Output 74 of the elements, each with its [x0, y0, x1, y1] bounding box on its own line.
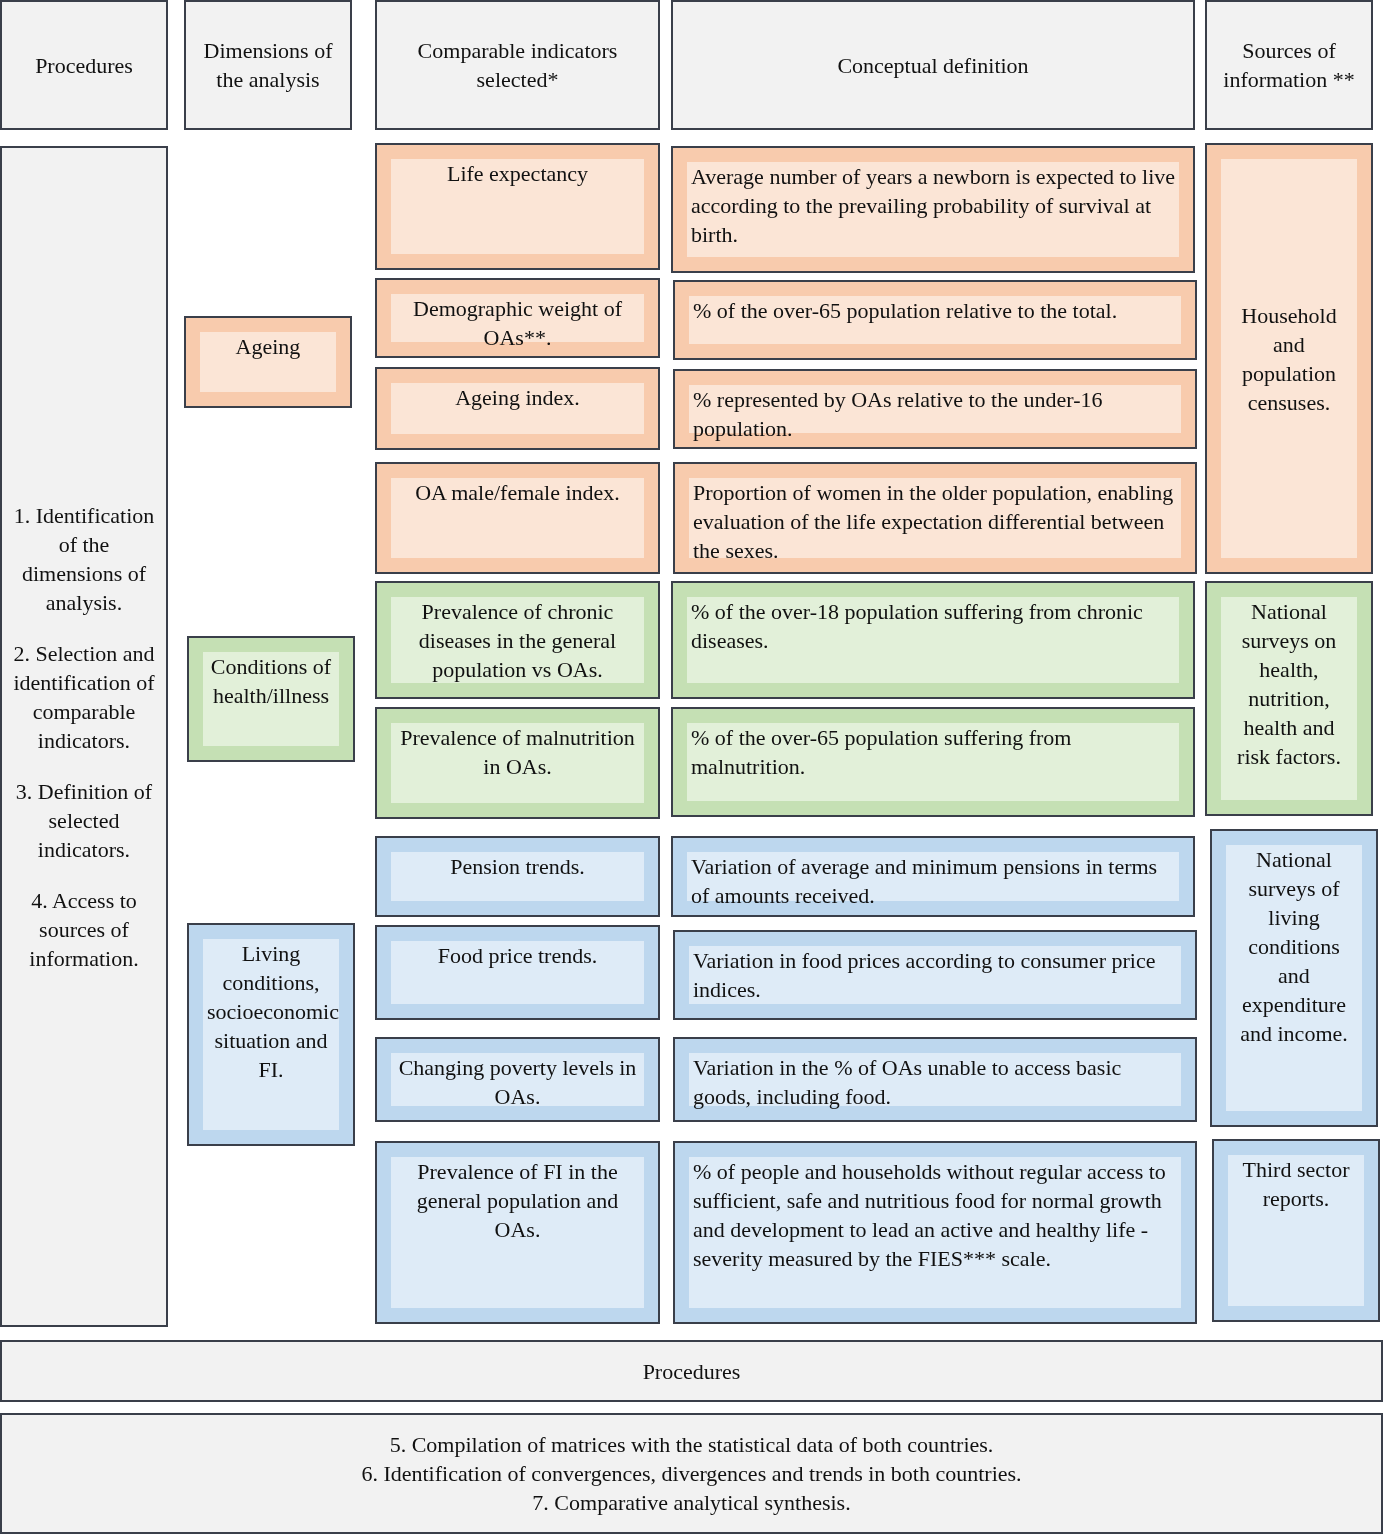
dimension-box	[184, 316, 352, 408]
cell-text: Variation of average and minimum pensions in terms of amounts received.	[691, 853, 1159, 910]
source-box	[1205, 143, 1373, 574]
cell-text: 4. Access to sources of information.	[28, 886, 140, 973]
cell-text: Ageing	[234, 333, 302, 361]
definition-box	[673, 462, 1197, 574]
cell-text: 1. Identification of the dimensions of analysis.	[12, 501, 156, 617]
cell-text: Conceptual definition	[836, 51, 1030, 80]
cell-text: 2. Selection and identification of comparable indicators.	[12, 639, 156, 755]
definition-box	[673, 369, 1197, 449]
cell-text: Comparable indicators selected*	[416, 37, 619, 94]
cell-text: % of the over-65 population relative to the total.	[693, 297, 1119, 325]
cell-text: Sources of information **	[1222, 37, 1356, 94]
indicator-box	[375, 1037, 660, 1122]
cell-text: Pension trends.	[449, 853, 586, 881]
cell-text: Changing poverty levels in OAs.	[397, 1054, 638, 1111]
indicator-box	[375, 836, 660, 917]
definition-box	[671, 146, 1195, 273]
indicator-box	[375, 462, 660, 574]
cell-text: Ageing index.	[454, 384, 581, 412]
cell-text: Dimensions of the analysis	[202, 37, 334, 94]
definition-box	[673, 1037, 1197, 1122]
cell-text: National surveys of living conditions and expenditure and income.	[1239, 846, 1349, 1048]
indicator-box	[375, 707, 660, 819]
header-cell	[671, 0, 1195, 130]
cell-text: Third sector reports.	[1241, 1156, 1351, 1213]
header-cell	[1205, 0, 1373, 130]
cell-text: OA male/female index.	[414, 479, 621, 507]
definition-box	[673, 930, 1197, 1020]
cell-text: Household and population censuses.	[1240, 301, 1338, 417]
definition-box	[673, 1141, 1197, 1324]
indicator-box	[375, 143, 660, 270]
cell-text: Procedures	[641, 1357, 742, 1386]
cell-text: % of people and households without regular access to sufficient, safe and nutritious food for normal growth and development to lead an active and healthy life - severity measured by the FIES*** scale.	[693, 1158, 1167, 1273]
header-cell	[375, 0, 660, 130]
dimension-box	[187, 636, 355, 762]
cell-text: % of the over-18 population suffering from chronic diseases.	[691, 598, 1144, 655]
cell-text: Food price trends.	[436, 942, 599, 970]
indicator-box	[375, 925, 660, 1020]
cell-text: Life expectancy	[445, 160, 590, 188]
cell-text: Variation in food prices according to consumer price indices.	[693, 947, 1157, 1004]
header-cell	[184, 0, 352, 130]
header-cell	[0, 0, 168, 130]
definition-box	[671, 581, 1195, 699]
header-cell	[0, 1340, 1383, 1402]
source-box	[1205, 581, 1373, 816]
definition-box	[671, 836, 1195, 917]
cell-text: Conditions of health/illness	[209, 653, 333, 710]
definition-box	[671, 707, 1195, 817]
indicator-box	[375, 278, 660, 358]
indicator-box	[375, 1141, 660, 1324]
cell-text: Procedures	[34, 51, 134, 80]
cell-text: 3. Definition of selected indicators.	[14, 777, 154, 864]
source-box	[1212, 1139, 1380, 1322]
definition-box	[673, 280, 1197, 360]
cell-text: Proportion of women in the older population, enabling evaluation of the life expectation differential between the sexes.	[693, 479, 1175, 565]
cell-text: Prevalence of FI in the general population and OAs.	[415, 1158, 620, 1244]
cell-text: Variation in the % of OAs unable to access basic goods, including food.	[693, 1054, 1123, 1111]
cell-text: % of the over-65 population suffering from malnutrition.	[691, 724, 1073, 781]
cell-text: Demographic weight of OAs**.	[412, 295, 623, 352]
cell-text: Average number of years a newborn is expected to live according to the prevailing probability of survival at birth.	[691, 163, 1175, 249]
cell-text: 6. Identification of convergences, divergences and trends in both countries.	[360, 1460, 1023, 1488]
cell-text: 5. Compilation of matrices with the statistical data of both countries.	[388, 1431, 995, 1459]
indicator-box	[375, 581, 660, 699]
source-box	[1210, 829, 1378, 1127]
cell-text: 7. Comparative analytical synthesis.	[531, 1489, 852, 1517]
indicator-box	[375, 367, 660, 450]
dimension-box	[187, 923, 355, 1146]
procedure-panel	[0, 146, 168, 1327]
procedure-panel	[0, 1413, 1383, 1534]
cell-text: Prevalence of chronic diseases in the general population vs OAs.	[417, 598, 618, 684]
cell-text: Prevalence of malnutrition in OAs.	[399, 724, 636, 781]
cell-text: National surveys on health, nutrition, health and risk factors.	[1236, 598, 1342, 771]
cell-text: % represented by OAs relative to the under-16 population.	[693, 386, 1104, 443]
